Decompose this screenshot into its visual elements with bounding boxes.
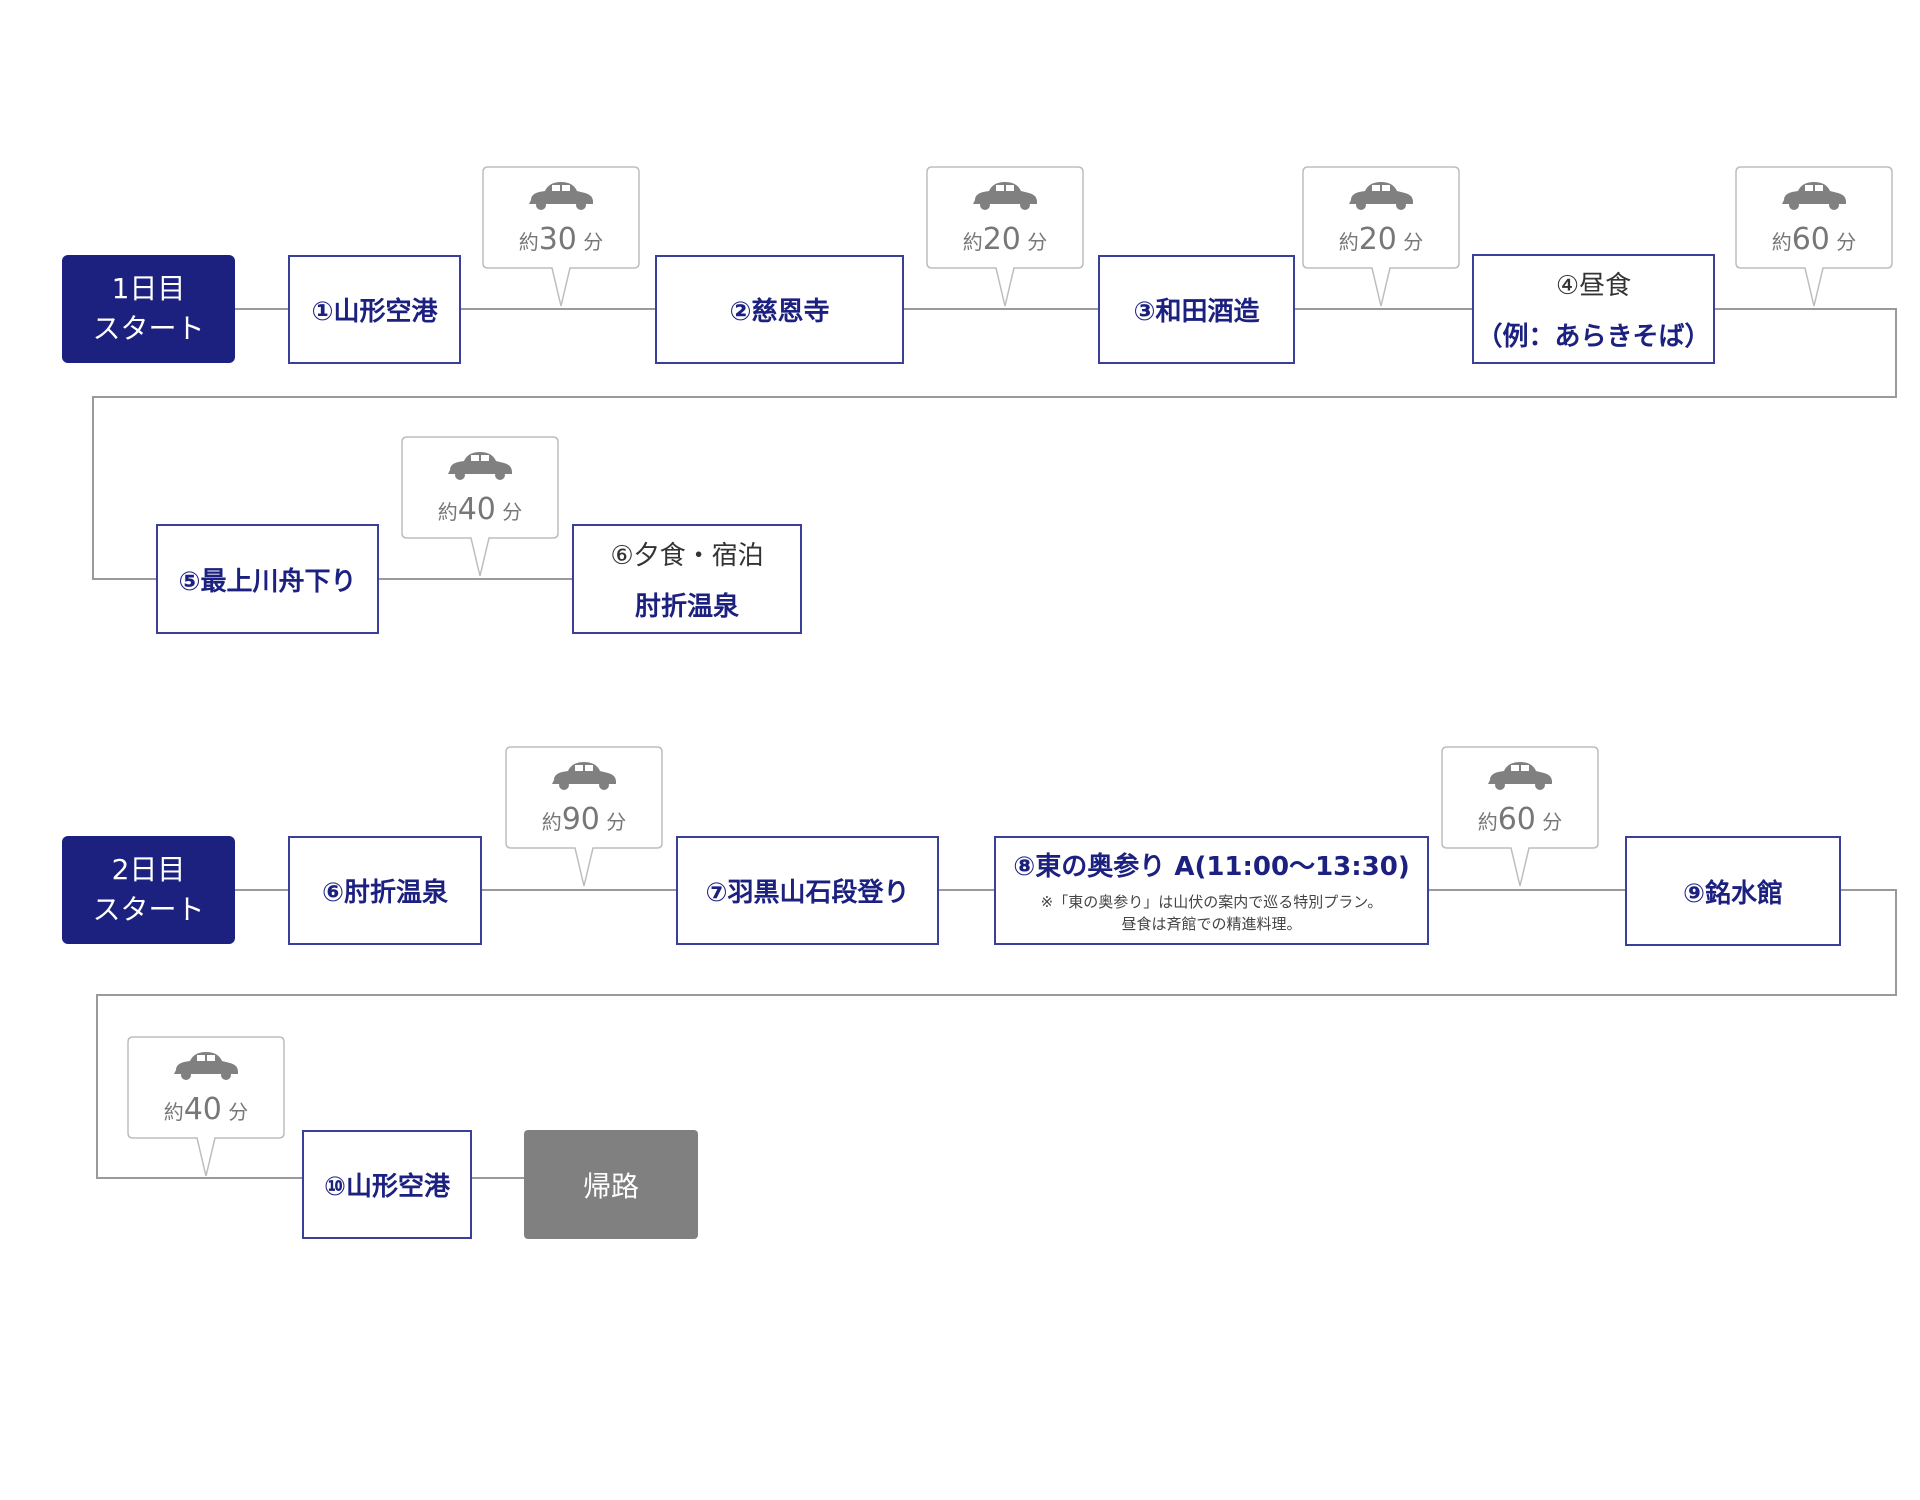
- bubble-shape: [482, 166, 640, 307]
- approx-label: 約: [541, 810, 562, 834]
- day1-start-badge: 1日目 スタート: [62, 255, 235, 363]
- stop-haguro-steps: ⑦羽黒山石段登り: [676, 836, 939, 945]
- minutes-unit: 分: [228, 1100, 249, 1124]
- start-label: スタート: [92, 312, 205, 345]
- travel-time-bubble: 約60 分: [1735, 166, 1893, 308]
- travel-time-bubble: 約40 分: [127, 1036, 285, 1178]
- connector-line: [96, 994, 1897, 996]
- duration-value: 20: [982, 222, 1021, 257]
- minutes-unit: 分: [1836, 230, 1857, 254]
- stop-label: ①山形空港: [311, 297, 438, 327]
- duration-value: 90: [561, 802, 600, 837]
- stop-yamagata-airport: ①山形空港: [288, 255, 461, 364]
- stop-label: ⑨銘水館: [1682, 878, 1783, 909]
- day-label: 2日目: [111, 853, 186, 886]
- stop-label: ⑥肘折温泉: [321, 878, 448, 908]
- stop-dinner-lodging: ⑥夕食・宿泊肘折温泉: [572, 524, 802, 634]
- connector-line: [92, 396, 94, 580]
- bubble-shape: [1735, 166, 1893, 307]
- minutes-unit: 分: [606, 810, 627, 834]
- day-label: 1日目: [111, 272, 186, 305]
- stop-label: ⑥夕食・宿泊: [610, 541, 764, 571]
- duration-value: 30: [538, 222, 577, 257]
- day2-start-badge: 2日目 スタート: [62, 836, 235, 944]
- approx-label: 約: [163, 1100, 184, 1124]
- stop-label: ⑧東の奥参り A(11:00〜13:30): [1013, 852, 1410, 882]
- minutes-unit: 分: [1027, 230, 1048, 254]
- return-home-badge: 帰路: [524, 1130, 698, 1239]
- stop-note: 昼食は斉館での精進料理。: [1121, 915, 1302, 933]
- approx-label: 約: [518, 230, 539, 254]
- connector-line: [235, 308, 1897, 310]
- connector-line: [1895, 308, 1897, 398]
- stop-sublabel: （例：あらきそば）: [1476, 322, 1711, 352]
- stop-wada-brewery: ③和田酒造: [1098, 255, 1295, 364]
- duration-value: 60: [1497, 802, 1536, 837]
- stop-label: ③和田酒造: [1133, 297, 1260, 327]
- minutes-unit: 分: [1542, 810, 1563, 834]
- stop-hijiori-onsen: ⑥肘折温泉: [288, 836, 482, 945]
- travel-time-bubble: 約20 分: [926, 166, 1084, 308]
- stop-label: ⑦羽黒山石段登り: [705, 878, 910, 908]
- return-label: 帰路: [582, 1169, 639, 1203]
- duration-value: 20: [1358, 222, 1397, 257]
- travel-time-bubble: 約20 分: [1302, 166, 1460, 308]
- stop-sublabel: 肘折温泉: [634, 592, 739, 622]
- stop-label: ②慈恩寺: [729, 297, 830, 327]
- approx-label: 約: [437, 500, 458, 524]
- bubble-shape: [1302, 166, 1460, 307]
- bubble-shape: [505, 746, 663, 887]
- approx-label: 約: [962, 230, 983, 254]
- duration-value: 40: [183, 1092, 222, 1127]
- minutes-unit: 分: [1403, 230, 1424, 254]
- travel-time-bubble: 約60 分: [1441, 746, 1599, 888]
- stop-note: ※「東の奥参り」は山伏の案内で巡る特別プラン。: [1040, 893, 1383, 911]
- duration-value: 60: [1791, 222, 1830, 257]
- stop-yamagata-airport-return: ⑩山形空港: [302, 1130, 472, 1239]
- bubble-shape: [127, 1036, 285, 1177]
- stop-label: ④昼食: [1555, 271, 1632, 301]
- minutes-unit: 分: [502, 500, 523, 524]
- bubble-shape: [1441, 746, 1599, 887]
- start-label: スタート: [92, 893, 205, 926]
- stop-jionji: ②慈恩寺: [655, 255, 904, 364]
- connector-line: [92, 396, 1897, 398]
- duration-value: 40: [457, 492, 496, 527]
- bubble-shape: [401, 436, 559, 577]
- stop-higashi-no-okumairi: ⑧東の奥参り A(11:00〜13:30) ※「東の奥参り」は山伏の案内で巡る特別…: [994, 836, 1429, 945]
- connector-line: [1895, 889, 1897, 996]
- stop-label: ⑤最上川舟下り: [178, 566, 357, 597]
- stop-meisuikan: ⑨銘水館: [1625, 836, 1841, 946]
- connector-line: [96, 994, 98, 1179]
- travel-time-bubble: 約40 分: [401, 436, 559, 578]
- stop-mogami-river: ⑤最上川舟下り: [156, 524, 379, 634]
- approx-label: 約: [1771, 230, 1792, 254]
- minutes-unit: 分: [583, 230, 604, 254]
- approx-label: 約: [1338, 230, 1359, 254]
- travel-time-bubble: 約90 分: [505, 746, 663, 888]
- stop-lunch: ④昼食 （例：あらきそば）: [1472, 254, 1715, 364]
- stop-label: ⑩山形空港: [323, 1172, 450, 1202]
- bubble-shape: [926, 166, 1084, 307]
- approx-label: 約: [1477, 810, 1498, 834]
- travel-time-bubble: 約30 分: [482, 166, 640, 308]
